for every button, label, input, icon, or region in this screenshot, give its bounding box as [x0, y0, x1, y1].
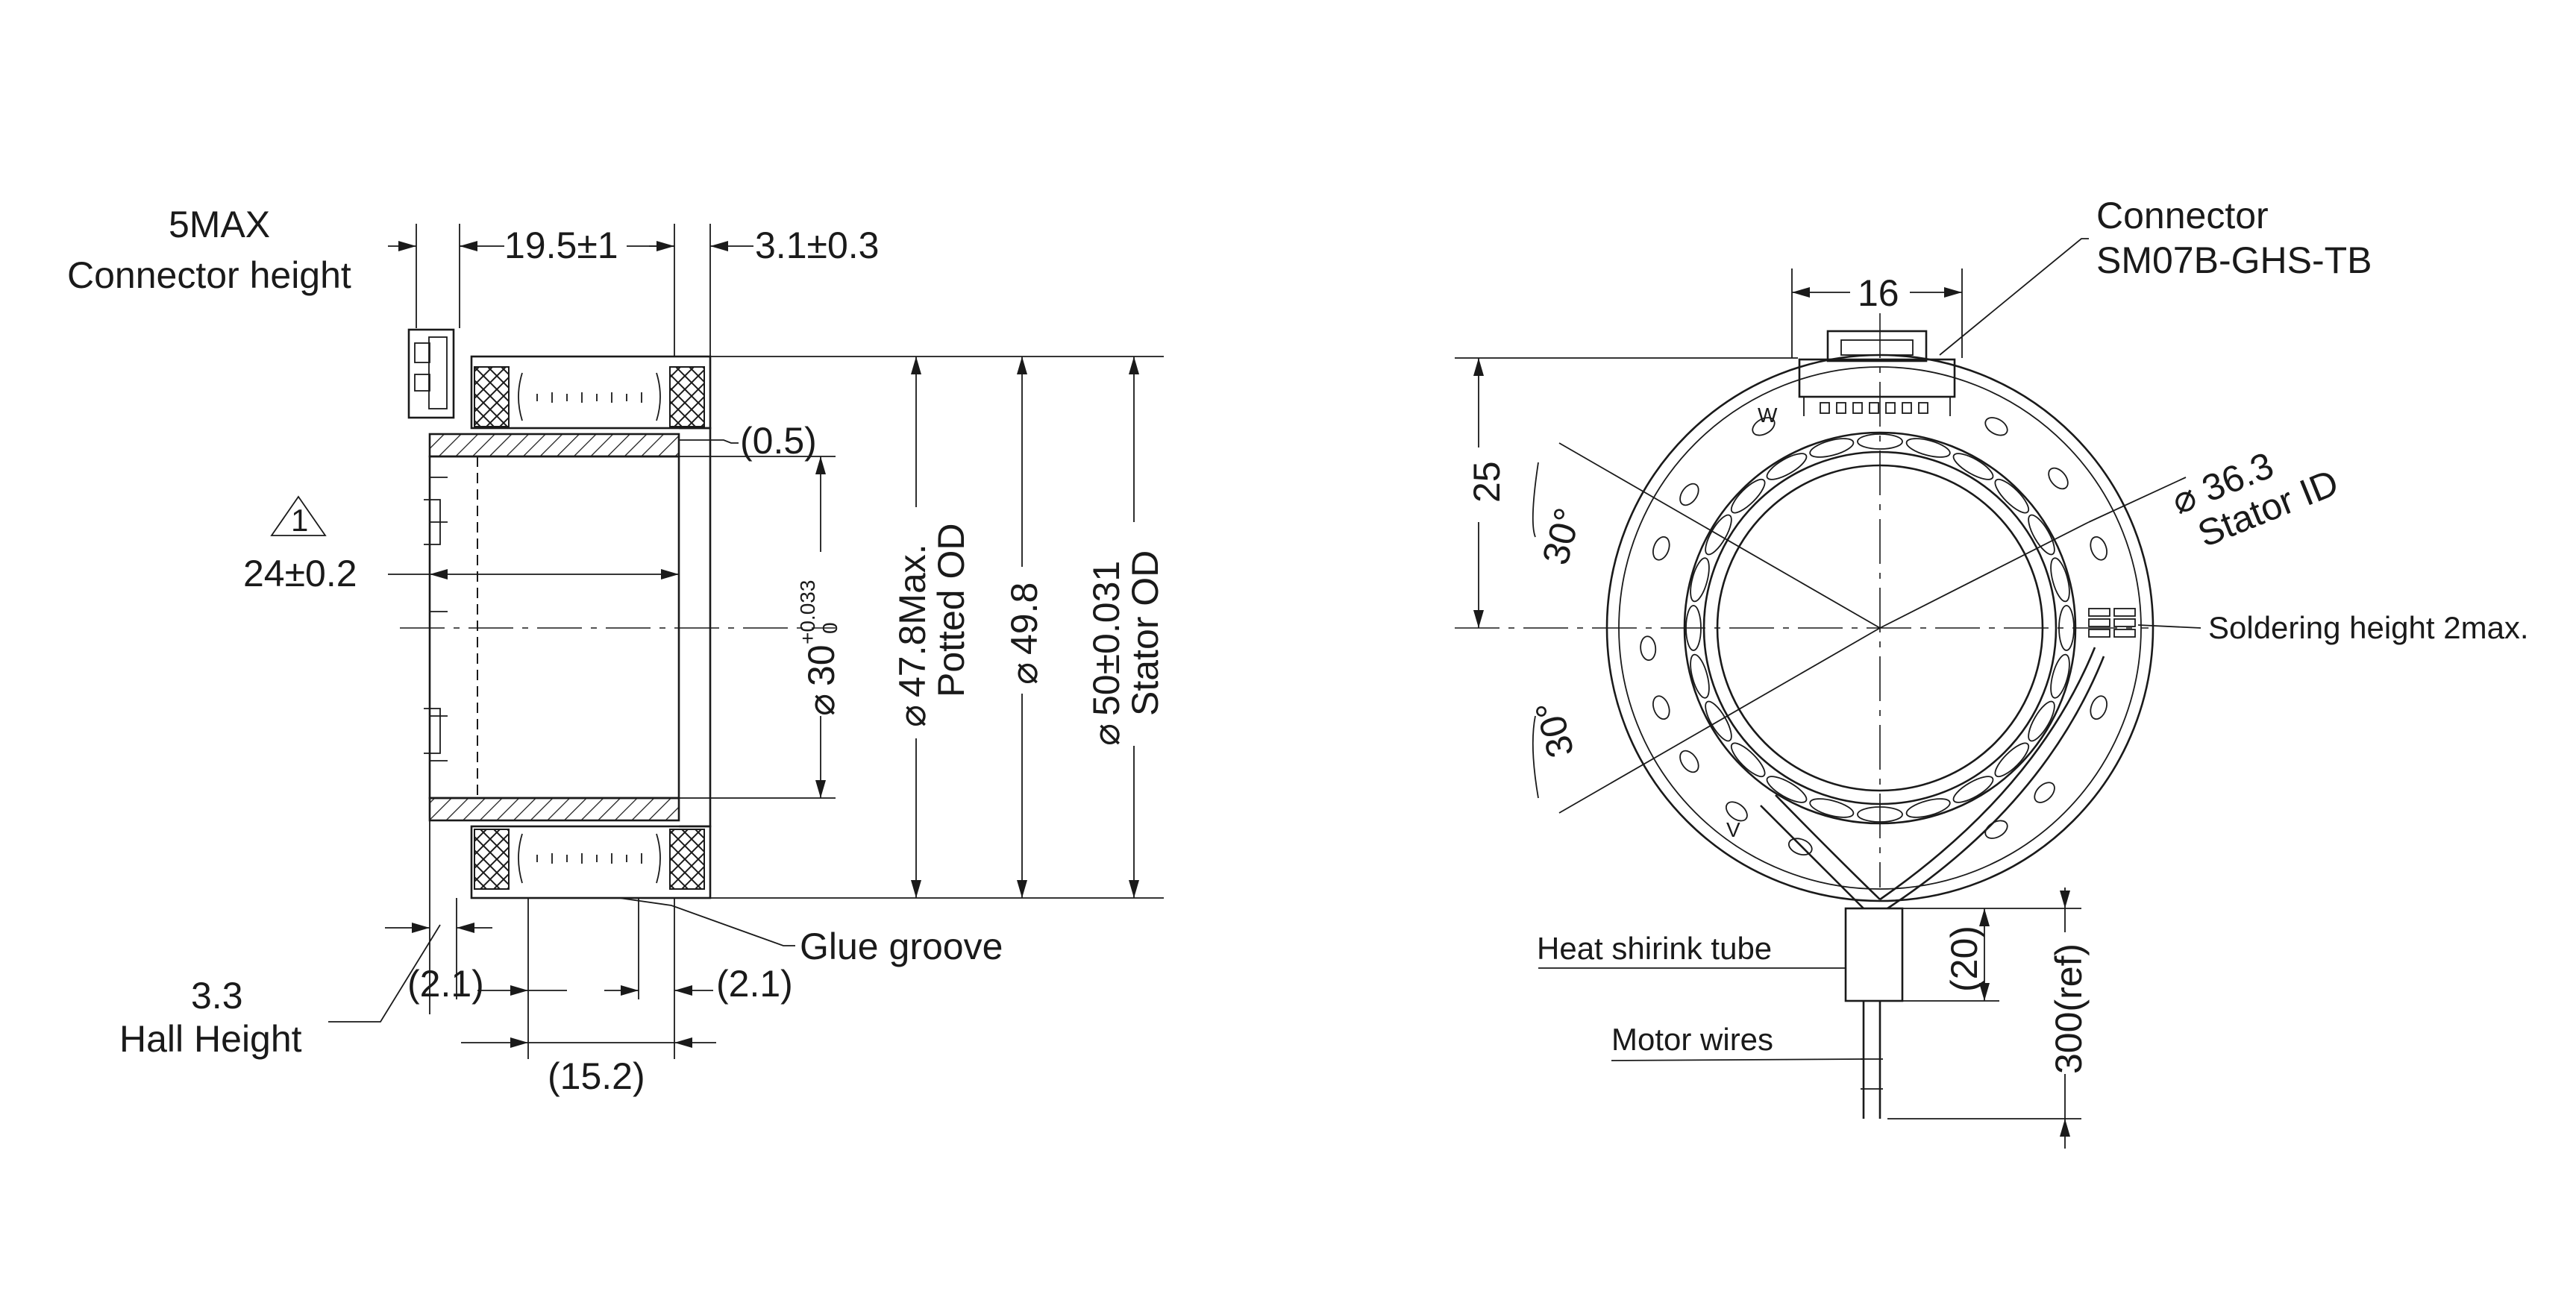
connector-height-value: 5MAX	[169, 204, 270, 245]
dim-width-16: 16	[1858, 272, 1899, 314]
dim-height-25: 25	[1466, 461, 1508, 503]
motor-wire-bundle	[1760, 647, 2105, 1119]
dim-15-2: (15.2)	[548, 1055, 645, 1097]
side-view	[270, 224, 1164, 1059]
potted-od-symbol: ⌀	[891, 705, 933, 727]
phase-v-label: V	[1726, 818, 1740, 841]
coil-top	[470, 355, 712, 430]
potted-od-value: 47.8Max.	[891, 544, 933, 697]
dim-gap-0-5: (0.5)	[740, 420, 817, 462]
stator-body	[428, 455, 680, 800]
dia-49-8-symbol: ⌀	[1003, 662, 1045, 685]
heat-shrink-tube	[1844, 907, 1904, 1002]
connector-side-body	[407, 328, 455, 419]
datum-triangle	[270, 495, 327, 536]
dim-20: (20)	[1943, 926, 1985, 992]
connector-part-number: SM07B-GHS-TB	[2096, 239, 2372, 281]
bore-tol-upper: +0.033	[796, 580, 819, 644]
potted-od-label: Potted OD	[930, 524, 972, 697]
hall-height-value: 3.3	[191, 975, 243, 1017]
bore-tol-lower: 0	[818, 622, 842, 634]
front-view	[1455, 238, 2201, 1149]
angle-top: 30°	[1535, 503, 1590, 569]
bore-dia-symbol: ⌀	[800, 694, 842, 716]
connector-height-label: Connector height	[67, 254, 351, 296]
connector-label: Connector	[2096, 195, 2269, 236]
dim-300-ref: 300(ref)	[2048, 943, 2090, 1074]
stator-od-value: 50±0.031	[1085, 561, 1127, 716]
connector-front	[1798, 330, 1956, 416]
mounting-slots	[1640, 417, 2108, 855]
sleeve-bottom	[428, 797, 680, 822]
coil-bottom	[470, 825, 712, 899]
glue-groove-label: Glue groove	[800, 926, 1003, 967]
motor-wires-label: Motor wires	[1611, 1022, 1773, 1057]
winding-slots	[1685, 433, 2075, 823]
dim-length-24: 24±0.2	[243, 553, 357, 594]
dim-2-1-right: (2.1)	[716, 963, 793, 1005]
solder-pads	[2088, 608, 2136, 638]
angle-bottom: 30°	[1527, 697, 1582, 762]
dim-offset-3-1: 3.1±0.3	[755, 224, 879, 266]
sleeve-top	[428, 433, 680, 458]
heat-shrink-label: Heat shirink tube	[1537, 931, 1772, 966]
stator-od-label: Stator OD	[1124, 550, 1166, 716]
hall-height-label: Hall Height	[119, 1018, 302, 1060]
dim-length-19-5: 19.5±1	[504, 224, 618, 266]
bore-dia-value: 30	[800, 644, 842, 686]
dim-2-1-left: (2.1)	[407, 963, 484, 1005]
dia-49-8: 49.8	[1003, 582, 1045, 655]
stator-od-symbol: ⌀	[1085, 723, 1127, 746]
datum-number: 1	[291, 503, 308, 538]
soldering-height-label: Soldering height 2max.	[2208, 610, 2529, 645]
phase-w-label: W	[1758, 403, 1778, 427]
